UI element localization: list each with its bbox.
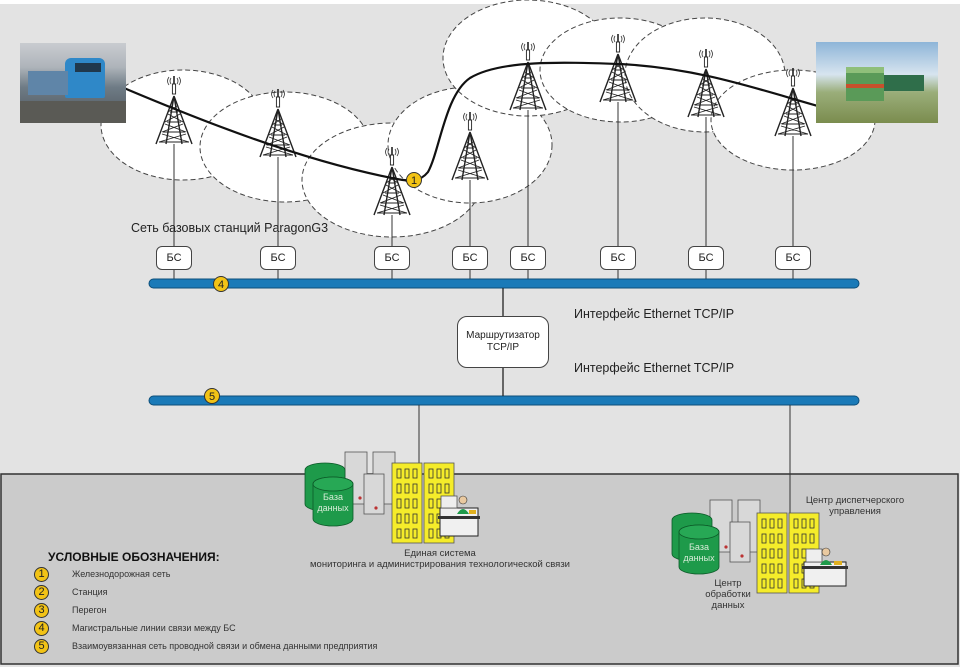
svg-text:4: 4 <box>218 279 224 291</box>
operator-desk-icon <box>438 495 480 537</box>
base-station-box[interactable]: БС <box>510 246 546 270</box>
base-station-box[interactable]: БС <box>260 246 296 270</box>
base-station-box[interactable]: БС <box>156 246 192 270</box>
base-station-box[interactable]: БС <box>775 246 811 270</box>
train-wagons <box>884 75 924 91</box>
monitoring-db-label: База данных <box>317 492 349 513</box>
legend-item: 4 Магистральные линии связи между БС <box>34 620 236 636</box>
svg-text:1: 1 <box>411 175 417 187</box>
router-node[interactable]: Маршрутизатор TCP/IP <box>457 316 549 368</box>
database-icon <box>304 462 354 527</box>
marker-railway: 1 <box>406 172 422 188</box>
base-station-box[interactable]: БС <box>374 246 410 270</box>
legend-text: Станция <box>72 587 108 597</box>
monitoring-caption: Единая система мониторинга и администрир… <box>310 548 570 570</box>
legend-number-badge: 3 <box>34 602 49 618</box>
building-icon <box>391 462 455 544</box>
base-station-box[interactable]: БС <box>688 246 724 270</box>
interface-top-label: Интерфейс Ethernet TCP/IP <box>574 307 735 321</box>
interface-bottom-label: Интерфейс Ethernet TCP/IP <box>574 361 735 375</box>
monitoring-center <box>304 451 480 544</box>
legend-item: 3 Перегон <box>34 602 107 618</box>
base-station-box[interactable]: БС <box>600 246 636 270</box>
trunk-bus <box>148 278 860 289</box>
marker-enterprise: 5 <box>204 388 220 404</box>
train-stripe <box>846 84 884 88</box>
platform <box>20 101 126 123</box>
legend-text: Магистральные линии связи между БС <box>72 623 236 633</box>
marker-trunk: 4 <box>213 276 229 292</box>
router-line2: TCP/IP <box>486 342 520 353</box>
legend-title: УСЛОВНЫЕ ОБОЗНАЧЕНИЯ: <box>48 550 220 564</box>
processing-caption: Центр обработки данных <box>705 578 751 611</box>
processing-center <box>671 499 848 594</box>
operator-desk-icon <box>802 547 848 587</box>
haul-photo <box>816 42 938 123</box>
database-icon <box>671 512 720 575</box>
legend-item: 2 Станция <box>34 584 108 600</box>
dispatch-caption: Центр диспетчерского управления <box>805 495 905 517</box>
legend-number-badge: 4 <box>34 620 49 636</box>
legend-text: Перегон <box>72 605 107 615</box>
train-carriages <box>28 71 68 95</box>
processing-db-label: База данных <box>683 542 715 563</box>
station-photo <box>20 43 126 123</box>
legend-text: Взаимоувязанная сеть проводной связи и о… <box>72 641 378 651</box>
top-border <box>0 0 960 4</box>
base-station-box[interactable]: БС <box>452 246 488 270</box>
router-line1: Маршрутизатор <box>466 330 540 341</box>
legend-item: 5 Взаимоувязанная сеть проводной связи и … <box>34 638 377 654</box>
network-label: Сеть базовых станций ParagonG3 <box>131 221 329 235</box>
svg-text:5: 5 <box>209 391 215 403</box>
server-icon <box>344 451 396 515</box>
legend-number-badge: 2 <box>34 584 49 600</box>
railway-line <box>123 61 826 182</box>
train-window <box>75 63 101 72</box>
legend-number-badge: 5 <box>34 638 49 654</box>
legend-text: Железнодорожная сеть <box>72 569 171 579</box>
enterprise-bus <box>148 395 860 406</box>
legend-item: 1 Железнодорожная сеть <box>34 566 170 582</box>
legend-number-badge: 1 <box>34 566 49 582</box>
